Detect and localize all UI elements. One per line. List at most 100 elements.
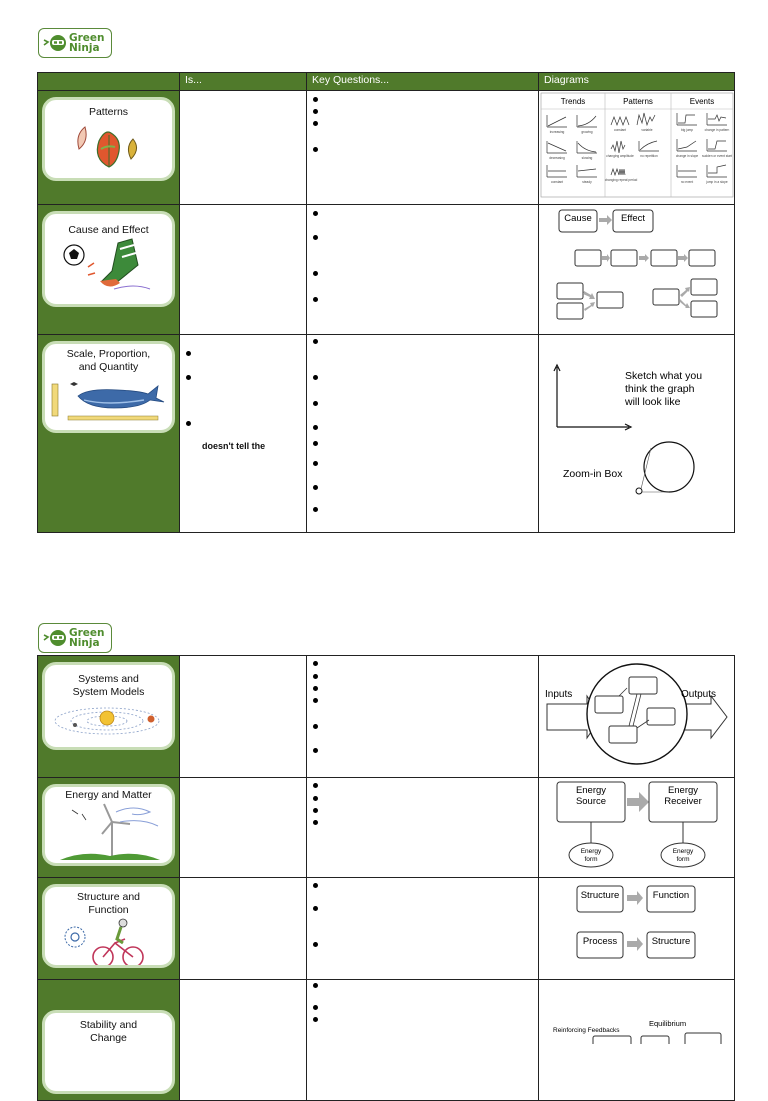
bullet — [313, 1005, 318, 1010]
stability-diagram: Equilibrium Reinforcing Feedbacks — [553, 1019, 722, 1051]
patterns-diagram: Trends Patterns Events — [540, 92, 734, 198]
pattern-label: no repetition — [640, 154, 658, 158]
header-is: Is... — [179, 72, 307, 91]
bullet — [313, 748, 318, 753]
trends-heading: Trends — [561, 97, 586, 106]
concept-title: Systems and — [78, 673, 139, 685]
concept-title: Energy and Matter — [65, 789, 152, 801]
concept-card-structure-function: Structure and Function — [42, 884, 175, 968]
energy-form-label: Energy — [673, 848, 694, 855]
solar-system-icon — [54, 707, 159, 735]
scale-diagram: Sketch what you think the graph will loo… — [553, 363, 702, 495]
trend-label: increasing — [550, 130, 565, 134]
energy-source-label-line2: Source — [576, 796, 606, 807]
event-label: change in pattern — [705, 128, 730, 132]
table-row: Cause and Effect — [37, 204, 735, 335]
bullet — [313, 375, 318, 380]
bullet — [313, 461, 318, 466]
bullet — [313, 441, 318, 446]
energy-diagram: Energy Source Energy Receiver Energy for… — [556, 781, 718, 868]
trend-label: steady — [582, 180, 592, 184]
right-arrow-icon — [627, 937, 643, 951]
table-row: Systems and System Models — [37, 655, 735, 778]
patterns-heading: Patterns — [623, 97, 653, 106]
trend-label: growing — [581, 130, 592, 134]
sketch-instruction-line2: think the graph — [625, 383, 695, 395]
whale-icon — [51, 382, 164, 421]
concept-card-scale: Scale, Proportion, and Quantity — [42, 341, 175, 433]
concept-title: Scale, Proportion, — [66, 348, 151, 360]
brand-line1: Green — [69, 32, 105, 44]
event-label: no event — [681, 180, 693, 184]
concept-card-patterns: Patterns — [42, 97, 175, 181]
concept-title-line2: Function — [88, 904, 129, 916]
is-fragment: doesn't tell the — [202, 441, 266, 451]
bullet — [313, 339, 318, 344]
bullet — [313, 724, 318, 729]
bullet — [313, 121, 318, 126]
bullet — [313, 808, 318, 813]
brand-line2: Ninja — [69, 637, 100, 649]
bullet — [313, 796, 318, 801]
energy-source-label: Energy — [576, 785, 606, 796]
systems-diagram: Inputs Outputs — [545, 663, 728, 765]
bullet — [313, 983, 318, 988]
structure-diagram: Structure Function Process Structure — [576, 885, 696, 959]
bullet — [313, 883, 318, 888]
cause-effect-diagram: Cause Effect — [556, 209, 718, 320]
energy-form-label-line2: form — [677, 856, 690, 863]
bullet — [313, 147, 318, 152]
bullet — [313, 271, 318, 276]
concept-card-energy-matter: Energy and Matter — [42, 784, 175, 866]
bullet — [313, 211, 318, 216]
bullet — [186, 375, 191, 380]
bullet — [313, 297, 318, 302]
pattern-label: changing repeat period — [605, 178, 638, 182]
wind-turbine-icon — [59, 803, 160, 860]
ninja-logo-icon — [43, 630, 66, 646]
header-concept — [37, 72, 180, 91]
bicycle-rider-icon — [64, 918, 144, 965]
bullet — [313, 906, 318, 911]
energy-form-label: Energy — [581, 848, 602, 855]
bullet — [186, 351, 191, 356]
structure-label-2: Structure — [652, 936, 691, 947]
bullet — [313, 1017, 318, 1022]
effect-label: Effect — [621, 213, 645, 224]
bullet — [313, 820, 318, 825]
sketch-instruction-line3: will look like — [624, 396, 681, 408]
event-label: sudden or event start — [702, 154, 732, 158]
concept-title: Cause and Effect — [68, 224, 149, 236]
right-arrow-icon — [599, 215, 612, 225]
bullet — [313, 783, 318, 788]
energy-receiver-label-line2: Receiver — [664, 796, 702, 807]
pattern-label: changing amplitude — [606, 154, 634, 158]
concept-card-stability-change: Stability and Change — [42, 1010, 175, 1094]
table-row: Energy and Matter — [37, 777, 735, 878]
soccer-kick-icon — [62, 238, 150, 290]
event-label: jump in a slope — [705, 180, 728, 184]
bullet — [313, 97, 318, 102]
crosscutting-table-2: Systems and System Models — [37, 655, 735, 1101]
concept-title: Patterns — [88, 106, 129, 118]
bullet — [313, 235, 318, 240]
bullet — [313, 485, 318, 490]
ninja-logo-icon — [43, 35, 66, 51]
structure-label: Structure — [581, 890, 620, 901]
energy-receiver-label: Energy — [668, 785, 698, 796]
concept-title: Structure and — [76, 891, 141, 903]
green-ninja-logo: Green Ninja — [38, 623, 112, 653]
bullet — [313, 401, 318, 406]
sketch-instruction-line1: Sketch what you — [625, 370, 702, 382]
bullet — [313, 109, 318, 114]
process-label: Process — [583, 936, 618, 947]
right-arrow-icon — [627, 792, 649, 812]
concept-title: Stability and — [79, 1019, 138, 1031]
bullet — [313, 698, 318, 703]
green-ninja-logo: Green Ninja — [38, 28, 112, 58]
cause-label: Cause — [564, 213, 591, 224]
header-diagrams: Diagrams — [538, 72, 735, 91]
reinforcing-label: Reinforcing Feedbacks — [553, 1027, 620, 1034]
event-label: big jump — [681, 128, 693, 132]
bullet — [313, 661, 318, 666]
